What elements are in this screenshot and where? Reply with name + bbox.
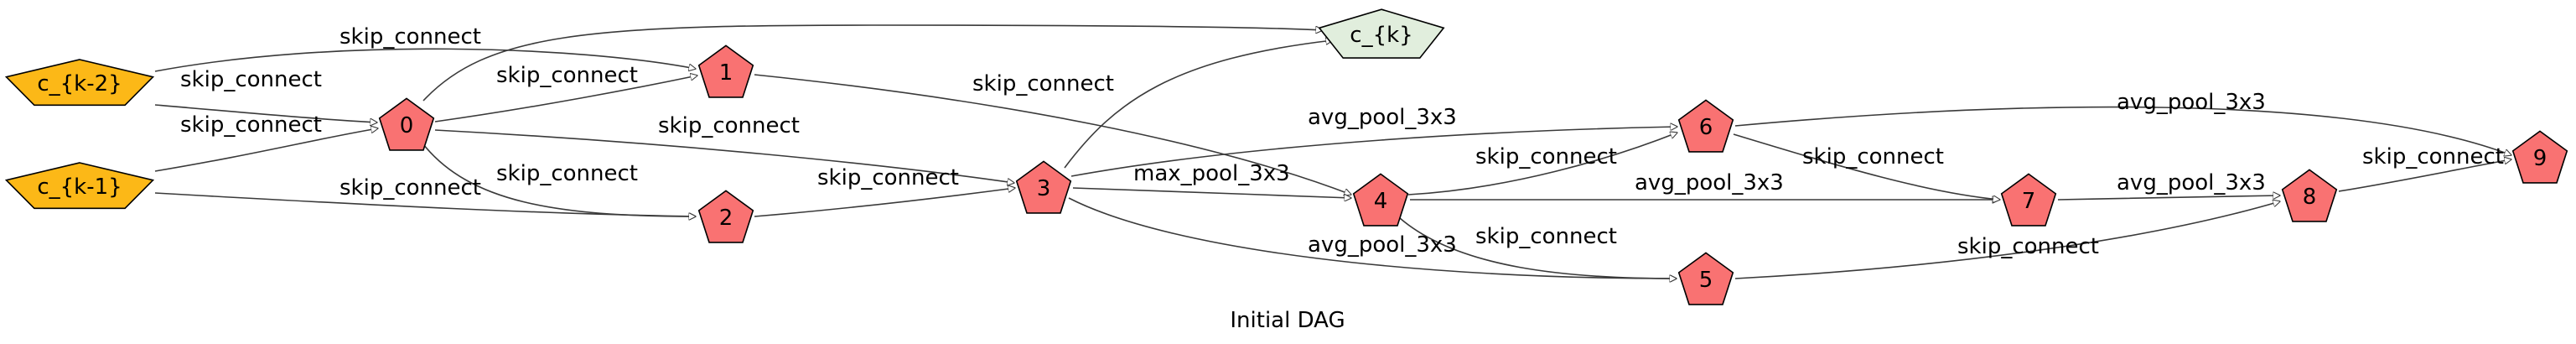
edge-label-c_k_minus_2-to-n1: skip_connect <box>339 24 481 50</box>
edge-n0-to-n3 <box>434 129 1014 183</box>
node-shape-n2 <box>697 190 754 243</box>
node-n3: 3 <box>1015 160 1072 214</box>
edge-n6-to-n7 <box>1733 133 2000 200</box>
node-shape-n5 <box>1677 252 1734 305</box>
edge-n6-to-n9 <box>1734 106 2511 155</box>
node-label-n2: 2 <box>719 206 733 231</box>
node-n2: 2 <box>697 190 754 243</box>
node-label-n9: 9 <box>2533 146 2547 171</box>
node-label-n3: 3 <box>1037 176 1051 201</box>
edge-labels-layer: skip_connectskip_connectskip_connectskip… <box>180 24 2504 259</box>
edge-label-n8-to-n9: skip_connect <box>2362 144 2504 169</box>
edge-n1-to-n4 <box>754 74 1351 195</box>
edge-label-n4-to-n5: skip_connect <box>1475 224 1617 249</box>
edge-label-c_k_minus_2-to-n0: skip_connect <box>180 67 322 92</box>
edge-label-n4-to-n6: skip_connect <box>1475 144 1617 169</box>
node-c_k_minus_2: c_{k-2} <box>4 59 155 107</box>
edge-n3-to-n4 <box>1072 187 1351 198</box>
node-label-n0: 0 <box>400 113 414 138</box>
edge-n0-to-c_k <box>422 24 1323 102</box>
edge-label-c_k_minus_1-to-n0: skip_connect <box>180 112 322 138</box>
node-n8: 8 <box>2281 169 2338 222</box>
edge-n7-to-n8 <box>2057 195 2280 201</box>
edge-c_k_minus_2-to-n1 <box>154 48 696 72</box>
edge-label-n5-to-n8: skip_connect <box>1957 234 2099 259</box>
edge-n0-to-n2 <box>422 143 696 216</box>
node-label-n1: 1 <box>719 60 733 86</box>
edge-label-n6-to-n7: skip_connect <box>1802 144 1944 169</box>
diagram-title: Initial DAG <box>1230 308 1345 333</box>
edge-label-n3-to-n5: avg_pool_3x3 <box>1308 232 1457 258</box>
node-shape-c_k_minus_1 <box>4 162 155 210</box>
edge-c_k_minus_1-to-n0 <box>154 128 378 172</box>
node-n9: 9 <box>2511 130 2568 184</box>
node-n4: 4 <box>1352 173 1409 227</box>
node-shape-n1 <box>697 44 754 98</box>
edge-c_k_minus_2-to-n0 <box>154 104 377 122</box>
node-shape-n7 <box>2000 173 2057 227</box>
node-shape-n8 <box>2281 169 2338 222</box>
node-c_k_minus_1: c_{k-1} <box>4 162 155 210</box>
edge-n0-to-n1 <box>434 76 697 122</box>
node-label-n5: 5 <box>1699 268 1713 293</box>
edge-label-n1-to-n4: skip_connect <box>972 71 1114 96</box>
edge-n3-to-c_k <box>1064 40 1333 169</box>
node-label-n4: 4 <box>1374 189 1388 214</box>
node-label-c_k: c_{k} <box>1350 23 1412 48</box>
edge-label-n7-to-n8: avg_pool_3x3 <box>2117 170 2266 195</box>
edge-n3-to-n5 <box>1068 197 1677 279</box>
edge-n5-to-n8 <box>1734 201 2280 279</box>
node-shape-c_k <box>1318 8 1445 59</box>
node-label-n8: 8 <box>2303 185 2317 210</box>
node-n0: 0 <box>378 97 435 151</box>
edge-label-n0-to-n3: skip_connect <box>658 113 800 138</box>
edge-n8-to-n9 <box>2338 159 2511 192</box>
node-c_k: c_{k} <box>1318 8 1445 59</box>
node-n7: 7 <box>2000 173 2057 227</box>
edge-n3-to-n6 <box>1070 127 1677 177</box>
edge-n4-to-n6 <box>1407 133 1677 195</box>
edge-label-n6-to-n9: avg_pool_3x3 <box>2117 90 2266 115</box>
node-label-c_k_minus_2: c_{k-2} <box>37 71 122 96</box>
edge-label-n2-to-n3: skip_connect <box>817 165 959 190</box>
node-label-n7: 7 <box>2022 189 2036 214</box>
node-shape-c_k_minus_2 <box>4 59 155 107</box>
node-shape-n3 <box>1015 160 1072 214</box>
edge-label-n0-to-n2: skip_connect <box>496 161 638 186</box>
edge-label-n3-to-n6: avg_pool_3x3 <box>1308 105 1457 130</box>
edges-layer <box>154 24 2511 279</box>
node-n6: 6 <box>1677 99 1734 153</box>
edge-label-n0-to-n1: skip_connect <box>496 63 638 88</box>
node-shape-n0 <box>378 97 435 151</box>
node-shape-n6 <box>1677 99 1734 153</box>
node-label-n6: 6 <box>1699 115 1713 140</box>
edge-label-n4-to-n7: avg_pool_3x3 <box>1635 170 1784 195</box>
node-shape-n9 <box>2511 130 2568 184</box>
edge-label-n3-to-n4: max_pool_3x3 <box>1133 161 1290 186</box>
nodes-layer: c_{k-2} c_{k-1} 0 1 2 3 4 5 6 7 8 9 c_{k} <box>4 8 2568 305</box>
node-label-c_k_minus_1: c_{k-1} <box>37 175 122 200</box>
edge-n2-to-n3 <box>754 188 1015 217</box>
edge-n4-to-n5 <box>1399 217 1677 279</box>
node-shape-n4 <box>1352 173 1409 227</box>
node-n1: 1 <box>697 44 754 98</box>
edge-label-c_k_minus_1-to-n2: skip_connect <box>339 175 481 201</box>
node-n5: 5 <box>1677 252 1734 305</box>
